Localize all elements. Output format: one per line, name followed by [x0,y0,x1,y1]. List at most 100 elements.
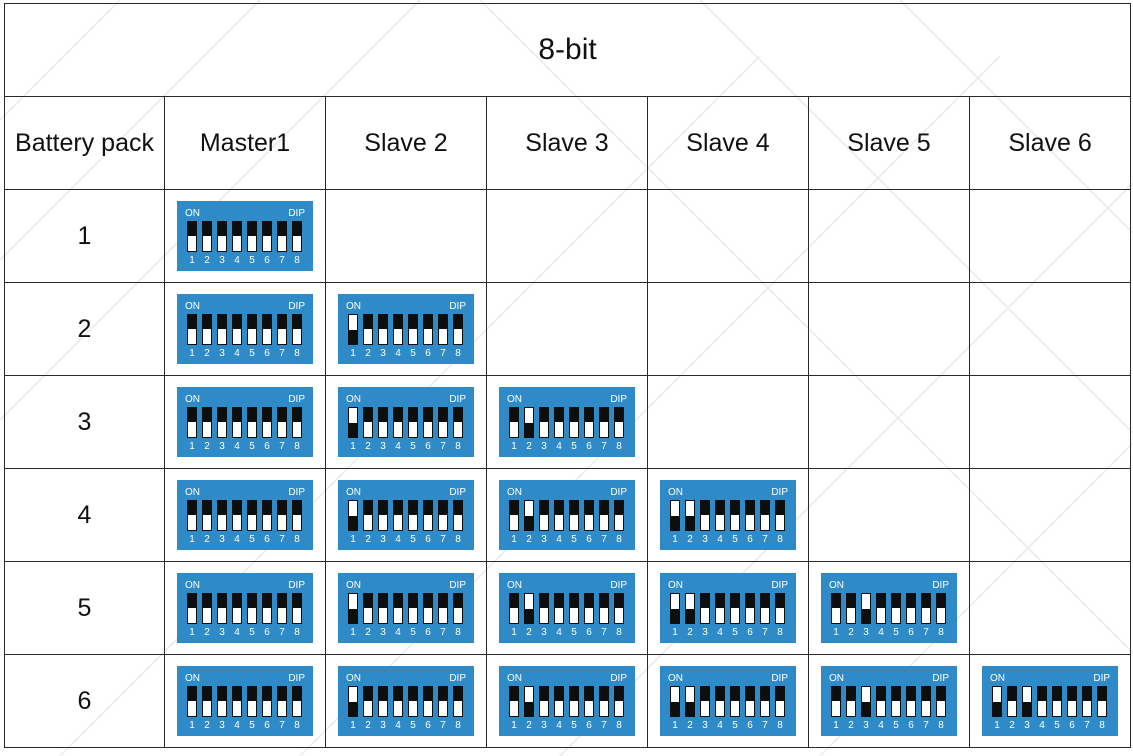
dip-number: 4 [556,627,562,638]
dip-switch-7 [599,407,609,438]
dip-on-label: ON [185,580,200,591]
dip-switch-8 [614,593,624,624]
dip-number: 3 [863,627,869,638]
dip-brand-label: DIP [288,487,305,498]
dip-number: 1 [833,627,839,638]
switch-on-knob [761,594,769,608]
switch-on-knob [409,408,417,422]
dip-switches [509,500,625,531]
dip-switch-8 [775,500,785,531]
dip-switch-5 [247,407,257,438]
dip-switch-1 [831,686,841,717]
dip-switch-3 [378,686,388,717]
switch-on-knob [218,222,226,236]
dip-switch-8 [453,593,463,624]
dip-number: 3 [219,348,225,359]
switch-on-knob [731,687,739,701]
dip-switch-6 [262,221,272,252]
dip-switch-2 [202,407,212,438]
dip-number: 1 [511,534,517,545]
dip-brand-label: DIP [288,394,305,405]
dip-switch-1 [509,500,519,531]
dip-number: 7 [1084,720,1090,731]
dip-switch-6 [906,686,916,717]
dip-number: 4 [395,627,401,638]
switch-on-knob [585,594,593,608]
dip-switch-8 [292,593,302,624]
dip-number: 4 [717,720,723,731]
dip-number: 2 [365,534,371,545]
dip-number: 6 [264,348,270,359]
switch-on-knob [248,501,256,515]
dip-switch-5 [408,314,418,345]
dip-brand-label: DIP [449,301,466,312]
dip-number: 2 [365,720,371,731]
battery-pack-number: 1 [4,189,165,283]
switch-on-knob [188,594,196,608]
dip-switch-5 [730,686,740,717]
switch-on-knob [540,687,548,701]
switch-on-knob [892,687,900,701]
dip-number: 5 [249,255,255,266]
dip-switches [670,500,786,531]
dip-switch-3 [700,500,710,531]
dip-number: 6 [425,534,431,545]
dip-number: 8 [938,627,944,638]
dip-switch-4 [554,593,564,624]
dip-number: 1 [189,720,195,731]
dip-switch-8 [936,686,946,717]
switch-on-knob [1083,687,1092,701]
dip-switch-1 [509,407,519,438]
switch-off-knob [525,423,533,437]
dip-switches [670,593,786,624]
dip-switch-4 [715,500,725,531]
dip-switches [187,686,303,717]
dip-switch-4 [715,686,725,717]
dip-number: 7 [762,627,768,638]
switch-on-knob [746,687,754,701]
dip-switch-5 [730,500,740,531]
dip-number: 7 [601,441,607,452]
dip-brand-label: DIP [610,394,627,405]
dip-number: 8 [777,534,783,545]
dip-switch-7 [599,686,609,717]
dip-switch-7 [277,314,287,345]
dip-number: 5 [410,441,416,452]
table-cell [968,189,1132,283]
switch-on-knob [832,687,840,701]
dip-number: 6 [908,627,914,638]
dip-brand-label: DIP [610,487,627,498]
dip-switch-4 [232,500,242,531]
dip-switch-5 [247,686,257,717]
switch-on-knob [615,408,623,422]
dip-number: 3 [380,534,386,545]
dip-switch-3 [217,407,227,438]
dip-switches [509,407,625,438]
table-cell [808,282,970,376]
battery-pack-number: 4 [4,468,165,562]
switch-on-knob [570,408,578,422]
dip-number: 8 [938,720,944,731]
dip-number: 6 [425,627,431,638]
dip-number: 2 [848,720,854,731]
switch-off-knob [349,609,357,623]
switch-on-knob [203,315,211,329]
table-cell [808,375,970,469]
dip-number: 2 [526,534,532,545]
switch-on-knob [379,408,387,422]
